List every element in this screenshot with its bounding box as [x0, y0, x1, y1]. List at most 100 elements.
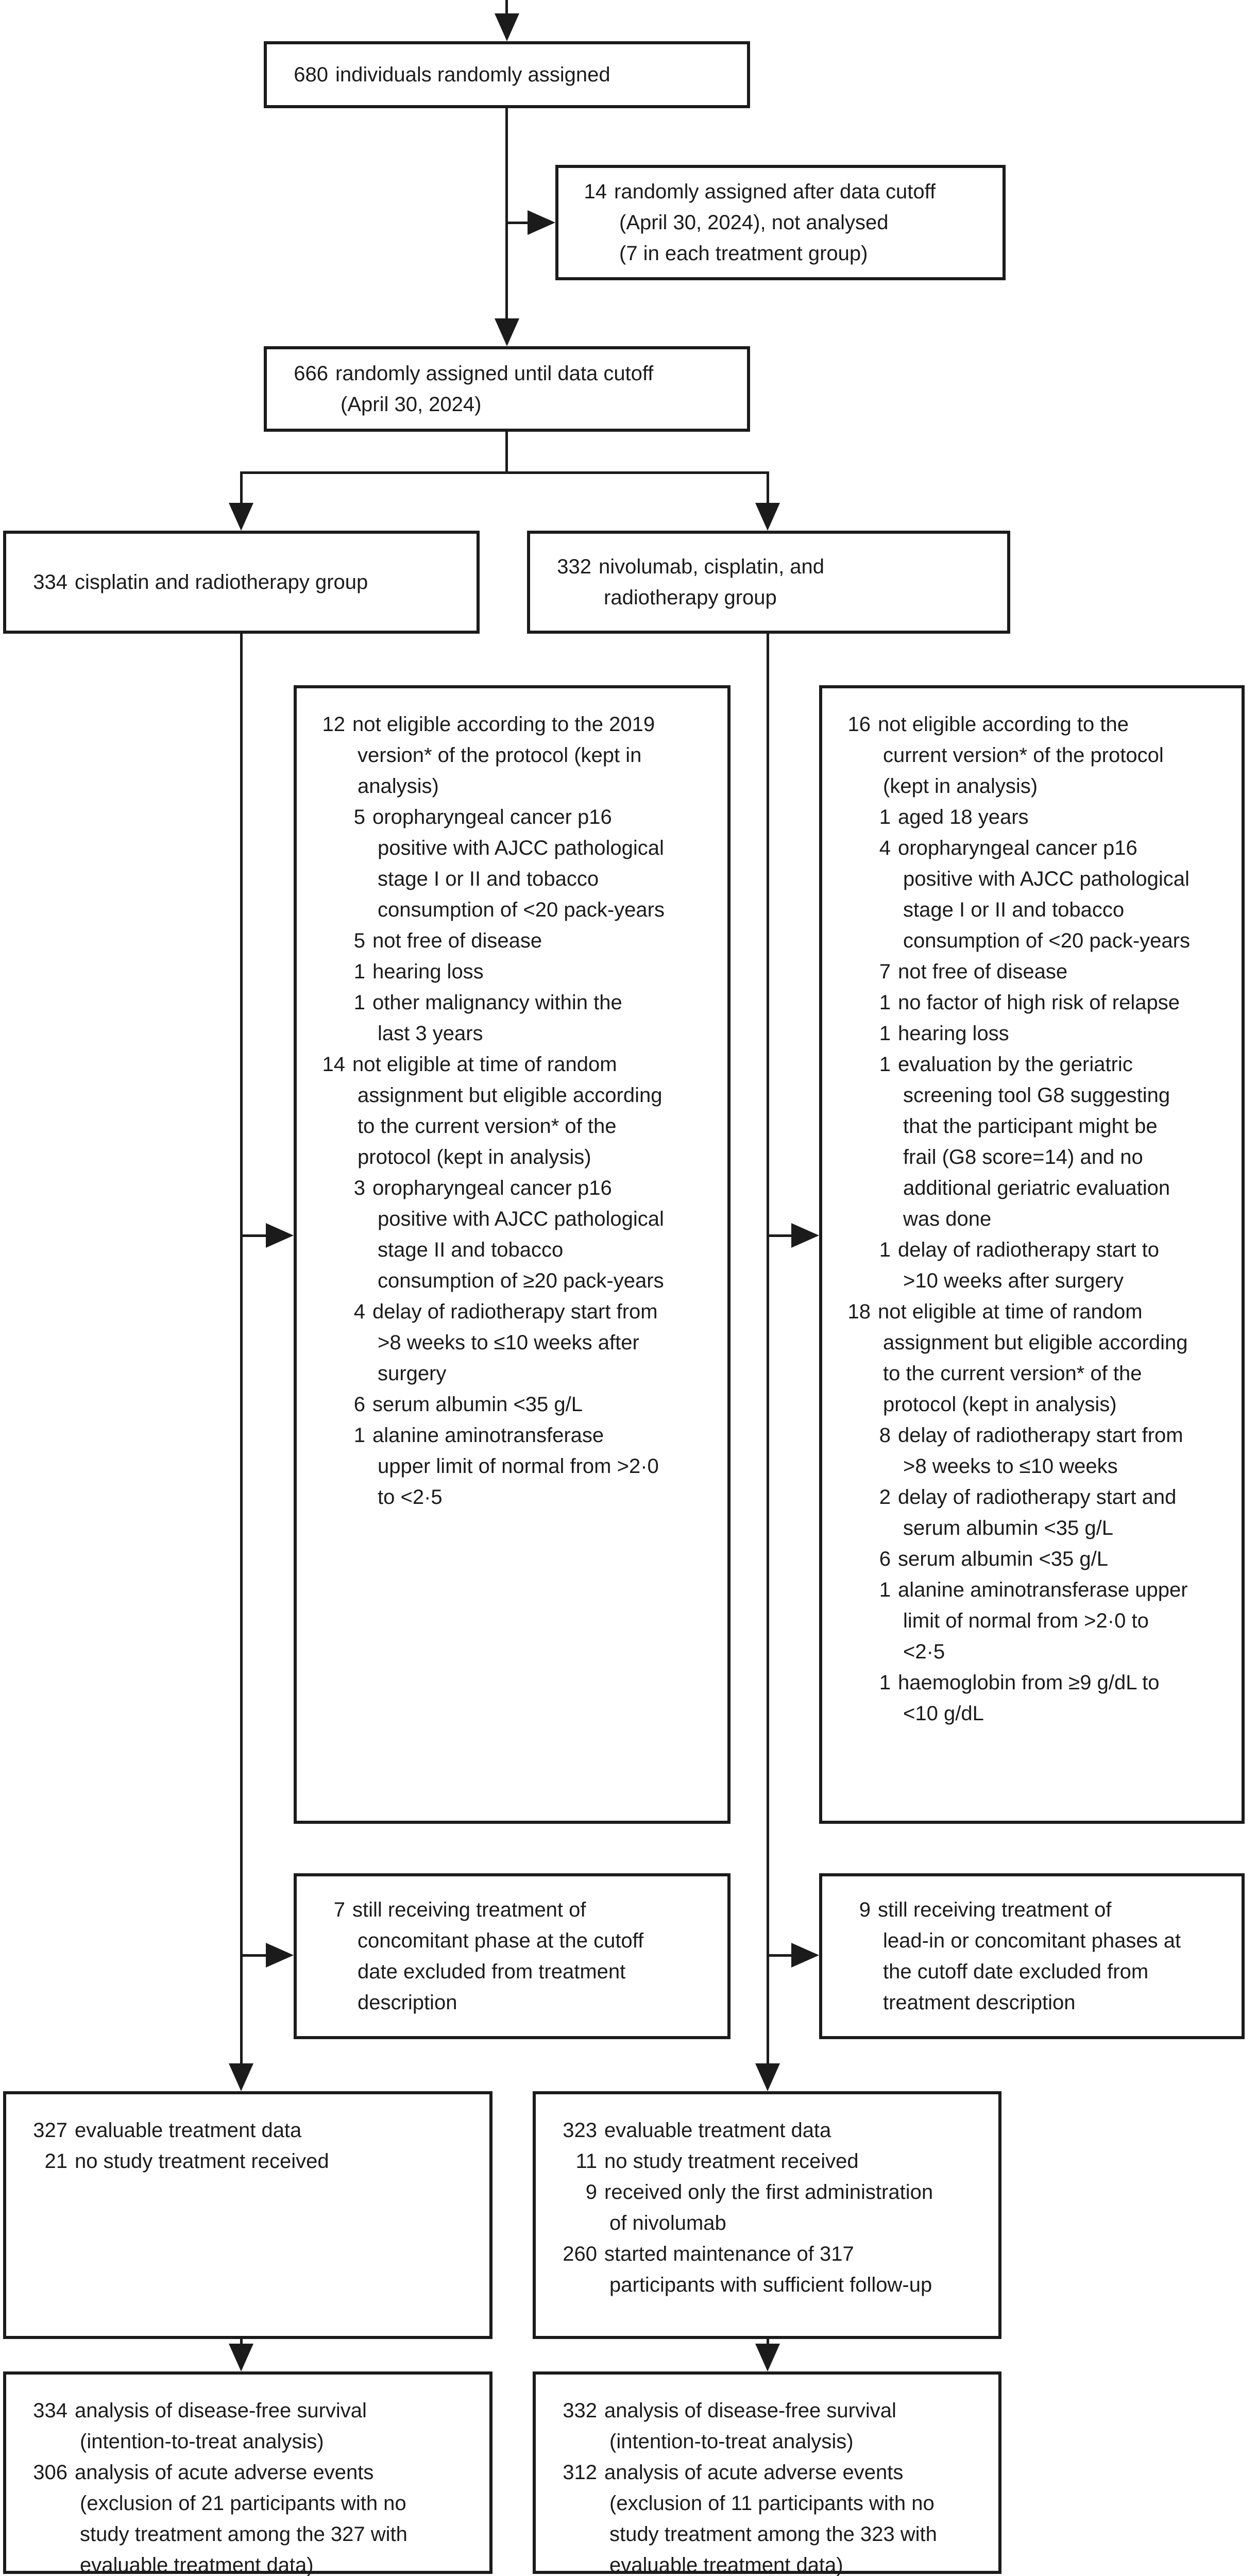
line-text: no study treatment received: [75, 2150, 329, 2173]
line-text: no factor of high risk of relapse: [898, 991, 1180, 1014]
line-text: evaluable treatment data: [604, 2119, 831, 2142]
count-spacer: [845, 1389, 871, 1420]
count-spacer: [319, 1111, 345, 1142]
line-text: concomitant phase at the cutoff: [358, 1929, 644, 1952]
line-text: stage II and tobacco: [378, 1239, 564, 1261]
count-spacer: [558, 2426, 597, 2457]
line-text: analysis of acute adverse events: [75, 2461, 374, 2484]
line-text: that the participant might be: [903, 1115, 1158, 1138]
flow-text-line: to the current version* of the: [319, 1111, 713, 1142]
arrow-right-icon: [791, 1223, 819, 1248]
count-spacer: [845, 771, 871, 802]
line-text: delay of radiotherapy start to: [898, 1239, 1159, 1261]
count-spacer: [553, 582, 591, 613]
count-value: 1: [879, 806, 891, 828]
line-text: (April 30, 2024), not analysed: [619, 211, 889, 234]
flow-line-branch-after-cutoff: [507, 222, 533, 224]
flow-text-line: current version* of the protocol: [845, 740, 1227, 771]
line-text: evaluable treatment data: [75, 2119, 302, 2142]
count-value: 4: [879, 837, 891, 859]
count-spacer: [352, 1018, 365, 1049]
arrow-down-icon: [229, 2063, 253, 2091]
arrow-right-icon: [528, 210, 555, 235]
arrow-down-icon: [755, 2344, 780, 2371]
count-spacer: [352, 1234, 365, 1265]
flow-text-line: participants with sufficient follow-up: [558, 2269, 984, 2300]
flow-text-line: to <2·5: [352, 1482, 713, 1513]
count-value: 2: [879, 1486, 891, 1509]
line-text: delay of radiotherapy start from: [372, 1300, 658, 1323]
count-value: 8: [879, 1424, 891, 1447]
line-text: delay of radiotherapy start and: [898, 1486, 1177, 1509]
count-value: 5: [353, 929, 365, 952]
count-spacer: [352, 1358, 365, 1389]
count-spacer: [319, 1925, 345, 1956]
flow-text-line: date excluded from treatment: [319, 1956, 713, 1987]
count-value: 1: [879, 1671, 891, 1694]
flow-text-line: protocol (kept in analysis): [319, 1142, 713, 1173]
flow-text-line: that the participant might be: [878, 1111, 1227, 1142]
count-value: 1: [353, 991, 365, 1014]
flow-text-line: study treatment among the 327 with: [29, 2519, 475, 2550]
flow-text-line: stage I or II and tobacco: [352, 863, 713, 894]
line-text: other malignancy within the: [372, 991, 622, 1014]
flow-text-line: assignment but eligible according: [319, 1080, 713, 1111]
count-spacer: [878, 1451, 891, 1482]
line-text: not eligible at time of random: [352, 1053, 617, 1076]
line-text: to <2·5: [378, 1486, 443, 1509]
flow-branch-exclusions-right: [768, 1234, 799, 1237]
line-text: alanine aminotransferase: [372, 1424, 604, 1447]
line-text: protocol (kept in analysis): [358, 1146, 591, 1168]
line-text: evaluation by the geriatric: [898, 1053, 1133, 1076]
flow-text-line: positive with AJCC pathological: [352, 833, 713, 863]
line-text: (intention-to-treat analysis): [80, 2430, 324, 2453]
flow-text-line: 1 delay of radiotherapy start to: [878, 1234, 1227, 1265]
count-spacer: [319, 740, 345, 771]
flow-text-line: description: [319, 1987, 713, 2018]
line-text: still receiving treatment of: [878, 1899, 1112, 1921]
count-spacer: [352, 1482, 365, 1513]
line-text: upper limit of normal from >2·0: [378, 1455, 659, 1478]
flow-line-split-right: [767, 471, 769, 505]
line-text: serum albumin <35 g/L: [372, 1393, 583, 1416]
line-text: no study treatment received: [604, 2150, 859, 2173]
count-spacer: [319, 1080, 345, 1111]
count-value: 21: [44, 2150, 68, 2173]
flow-text-line: surgery: [352, 1358, 713, 1389]
line-text: not eligible according to the 2019: [352, 713, 655, 736]
arrow-down-icon: [495, 318, 519, 346]
count-value: 4: [353, 1300, 365, 1323]
count-value: 334: [33, 2399, 67, 2422]
flow-text-line: evaluable treatment data): [29, 2550, 475, 2576]
line-text: protocol (kept in analysis): [883, 1393, 1117, 1416]
count-value: 1: [879, 1239, 891, 1261]
line-text: not free of disease: [898, 960, 1068, 983]
count-spacer: [352, 863, 365, 894]
count-value: 9: [859, 1899, 871, 1921]
arrow-down-icon: [229, 503, 253, 531]
flow-text-line: (exclusion of 21 participants with no: [29, 2488, 475, 2519]
count-spacer: [558, 2488, 597, 2519]
count-spacer: [352, 833, 365, 863]
flow-text-line: >10 weeks after surgery: [878, 1265, 1227, 1296]
count-spacer: [878, 1142, 891, 1173]
line-text: positive with AJCC pathological: [378, 1208, 664, 1230]
line-text: consumption of ≥20 pack-years: [378, 1269, 664, 1292]
